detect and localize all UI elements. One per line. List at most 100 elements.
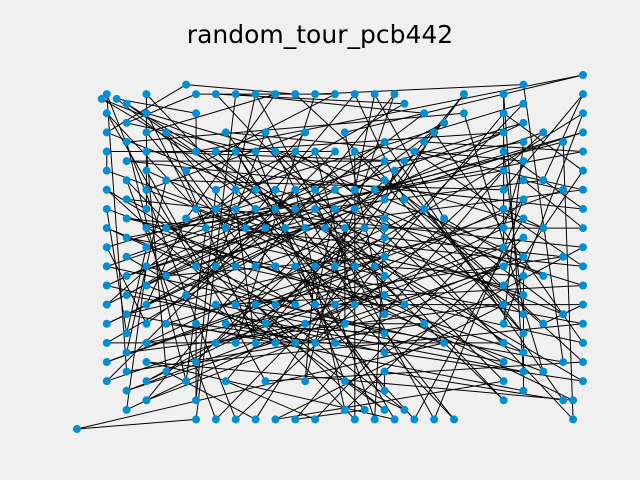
tour-point [380,252,389,261]
tour-point [122,214,131,223]
tour-point [142,147,151,156]
tour-point [499,166,508,175]
tour-point [162,128,171,137]
tour-point [350,300,359,309]
tour-point [142,319,151,328]
tour-edge [146,93,395,401]
tour-point [281,224,290,233]
tour-point [340,377,349,386]
tour-point [211,204,220,213]
tour-edge [235,227,366,344]
tour-point [221,224,230,233]
tour-edge [324,227,524,296]
tour-point [102,147,111,156]
tour-edge [146,93,276,133]
tour-point [459,109,468,118]
tour-edge [215,93,405,105]
tour-point [251,204,260,213]
tour-point [539,367,548,376]
tour-point [340,405,349,414]
tour-point [102,281,111,290]
tour-point [380,271,389,280]
tour-point [102,262,111,271]
tour-point [301,319,310,328]
tour-point [519,80,528,89]
tour-point [231,338,240,347]
tour-point [73,425,81,433]
tour-point [370,415,379,424]
tour-point [499,109,508,118]
tour-point [330,90,339,99]
tour-edge [215,304,504,363]
tour-edge [106,227,306,344]
tour-point [271,415,280,424]
tour-point [330,204,339,213]
tour-point [370,262,379,271]
tour-edge [146,170,504,229]
tour-edge [384,246,584,353]
tour-point [231,147,240,156]
tour-point [192,204,201,213]
tour-edge [166,179,504,191]
tour-edge [295,409,365,420]
tour-point [400,157,409,166]
tour-point [261,128,270,137]
tour-point [142,90,151,99]
tour-point [380,233,389,242]
tour-point [251,185,260,194]
tour-point [311,262,320,271]
tour-point [321,224,330,233]
tour-point [380,291,389,300]
tour-edge [522,84,564,363]
tour-point [330,338,339,347]
tour-edge [404,199,584,363]
tour-point [122,252,131,261]
tour-edge [374,141,564,191]
tour-point [579,377,587,386]
tour-point [350,262,359,271]
tour-point [519,157,528,166]
tour-point [271,338,280,347]
tour-edge [374,93,445,219]
tour-point [499,243,508,252]
tour-edge [275,294,524,420]
tour-point [559,185,568,194]
tour-point [499,281,508,290]
tour-point [519,99,528,108]
tour-point [519,367,528,376]
tour-point [579,319,587,328]
tour-point [311,147,320,156]
tour-point [311,204,320,213]
tour-point [241,224,250,233]
tour-point [380,405,389,414]
tour-edge [235,304,564,363]
tour-edge [126,189,316,258]
tour-point [330,262,339,271]
tour-edge [265,132,356,305]
tour-point [192,147,201,156]
tour-point [519,252,528,261]
tour-nodes [73,71,587,433]
tour-point [410,147,419,156]
tour-point [102,204,111,213]
tour-point [519,271,528,280]
tour-edge [225,380,316,420]
tour-edge [275,380,504,420]
tour-point [579,300,587,309]
tour-point [519,176,528,185]
tour-point [519,195,528,204]
tour-point [192,396,201,405]
tour-point [380,195,389,204]
tour-point [579,147,587,156]
tour-point [340,224,349,233]
tour-edge [255,227,365,267]
tour-point [192,415,201,424]
tour-point [102,338,111,347]
tour-point [340,319,349,328]
tour-point [122,118,131,127]
tour-point [102,243,111,252]
tour-point [420,204,429,213]
tour-point [400,99,409,108]
tour-point [251,415,260,424]
tour-point [122,329,131,338]
